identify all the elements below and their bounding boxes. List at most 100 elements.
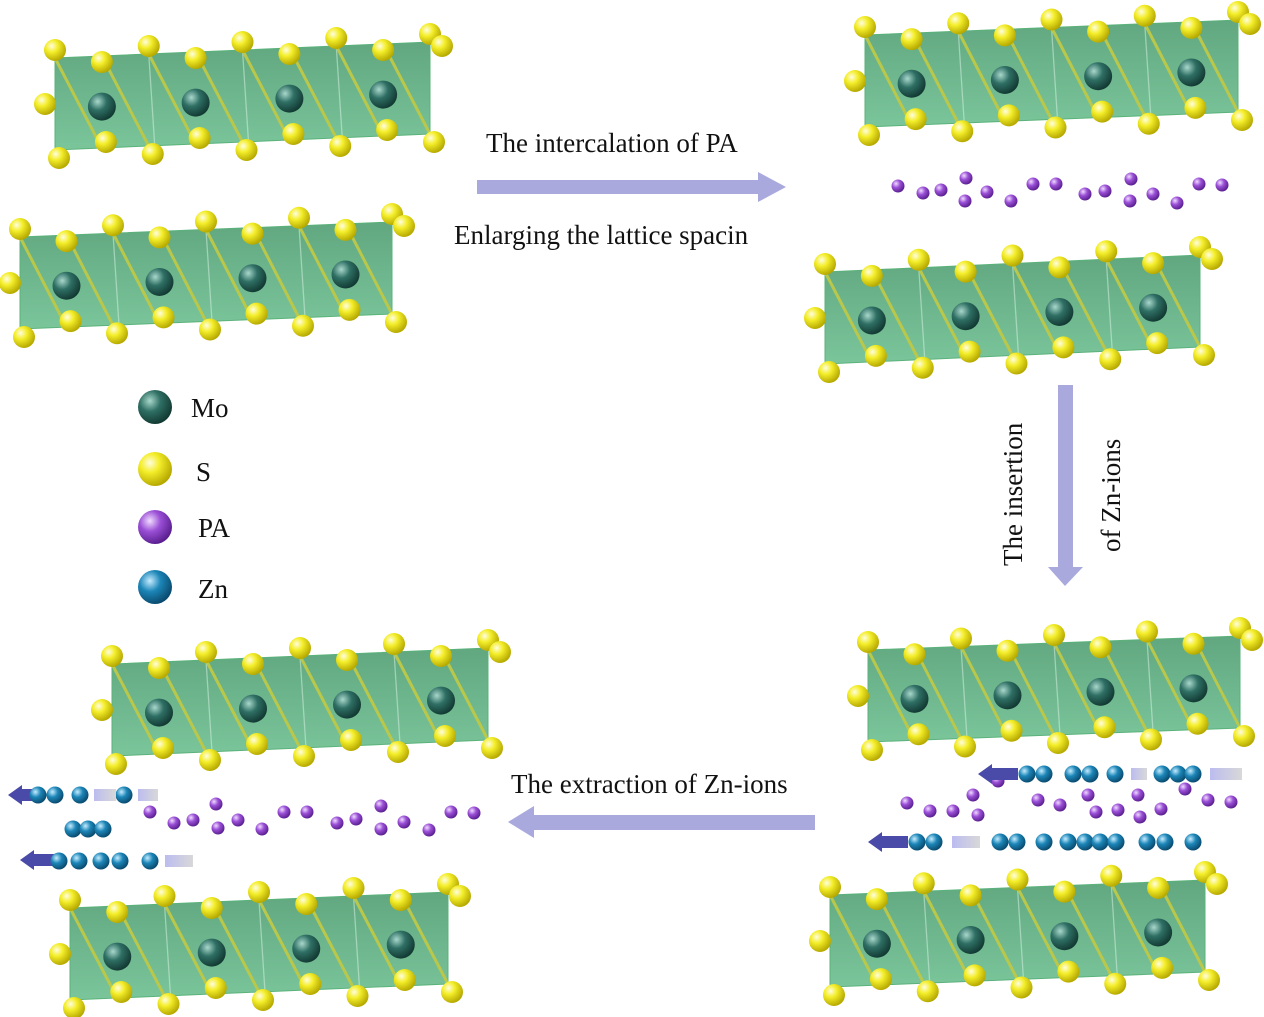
pa-molecule — [467, 806, 481, 820]
pa-molecule — [1123, 194, 1137, 208]
pa-molecule — [211, 821, 225, 835]
pa-molecule — [330, 816, 344, 830]
zn-motion-arrow — [978, 764, 1018, 784]
arrow-insertion — [1048, 385, 1083, 586]
pa-molecule — [1192, 177, 1206, 191]
layer-bottom-left-a — [91, 629, 511, 775]
pa-molecule — [1170, 196, 1184, 210]
pa-molecule — [1131, 788, 1145, 802]
pa-molecule — [255, 822, 269, 836]
arrow-intercalation — [477, 172, 786, 202]
zn-ion — [1064, 765, 1082, 783]
zn-trail — [138, 789, 158, 801]
pa-molecule — [444, 805, 458, 819]
zn-ions — [8, 764, 1242, 870]
zn-ion — [1184, 833, 1202, 851]
pa-molecule — [1026, 177, 1040, 191]
zn-trail — [952, 836, 980, 848]
pa-molecule — [923, 804, 937, 818]
zn-ion — [111, 852, 129, 870]
layer-bottom-right-b — [809, 861, 1228, 1006]
pa-molecule — [971, 808, 985, 822]
pa-molecule — [1031, 793, 1045, 807]
pa-molecule — [209, 797, 223, 811]
pa-molecule — [349, 812, 363, 826]
pa-molecule — [1215, 178, 1229, 192]
pa-molecule — [1124, 172, 1138, 186]
zn-atom-icon — [138, 570, 172, 604]
zn-ion — [908, 833, 926, 851]
zn-ion — [991, 833, 1009, 851]
label-insertion-line1: The insertion — [998, 422, 1028, 566]
zn-ion — [1153, 765, 1171, 783]
label-enlarging: Enlarging the lattice spacin — [454, 220, 749, 250]
pa-molecule — [1081, 788, 1095, 802]
pa-molecule — [186, 813, 200, 827]
pa-molecule — [1049, 177, 1063, 191]
pa-molecule — [1111, 803, 1125, 817]
zn-ion — [1107, 833, 1125, 851]
pa-molecule — [167, 816, 181, 830]
pa-molecule — [900, 796, 914, 810]
zn-ion — [50, 852, 68, 870]
zn-motion-arrow — [868, 832, 908, 852]
zn-ion — [70, 852, 88, 870]
zn-ion — [64, 820, 82, 838]
pa-molecule — [946, 804, 960, 818]
pa-molecule — [1133, 810, 1147, 824]
pa-molecule — [1078, 187, 1092, 201]
layer-top-left-a — [34, 23, 453, 169]
pa-molecule — [277, 805, 291, 819]
pa-molecule — [1178, 782, 1192, 796]
zn-ion — [1156, 833, 1174, 851]
label-insertion-line2: of Zn-ions — [1096, 438, 1126, 552]
zn-ion — [1091, 833, 1109, 851]
layer-top-right-b — [804, 236, 1223, 383]
pa-molecule — [916, 186, 930, 200]
zn-ion — [1184, 765, 1202, 783]
mo-atom-icon — [138, 390, 172, 424]
pa-molecule — [1154, 802, 1168, 816]
zn-ion — [1059, 833, 1077, 851]
zn-ion — [1018, 765, 1036, 783]
legend-label-s: S — [196, 457, 212, 487]
zn-ion — [71, 786, 89, 804]
pa-molecule — [958, 194, 972, 208]
pa-molecule — [143, 805, 157, 819]
legend-label-zn: Zn — [198, 574, 228, 604]
pa-molecule — [300, 805, 314, 819]
pa-molecule — [397, 815, 411, 829]
layer-bottom-right-a — [847, 617, 1263, 761]
zn-ion — [115, 786, 133, 804]
pa-molecule — [980, 185, 994, 199]
zn-ion — [1138, 833, 1156, 851]
layer-top-left-b — [0, 203, 415, 348]
pa-molecule — [1098, 184, 1112, 198]
pa-molecule — [231, 813, 245, 827]
pa-molecule — [1146, 187, 1160, 201]
label-intercalation: The intercalation of PA — [486, 128, 738, 158]
arrow-extraction — [508, 806, 815, 838]
layer-top-right-a — [844, 1, 1261, 146]
pa-molecule — [1089, 805, 1103, 819]
pa-molecule — [1201, 793, 1215, 807]
zn-trail — [94, 789, 116, 801]
layer-bottom-left-b — [49, 873, 471, 1017]
legend-label-pa: PA — [198, 513, 231, 543]
pa-molecule — [934, 183, 948, 197]
pa-molecule — [891, 179, 905, 193]
pa-molecule — [374, 822, 388, 836]
zn-ion — [1008, 833, 1026, 851]
zn-ion — [1081, 765, 1099, 783]
zn-ion — [79, 820, 97, 838]
zn-ion — [1106, 765, 1124, 783]
zn-trail — [165, 855, 193, 867]
zn-ion — [94, 820, 112, 838]
zn-ion — [141, 852, 159, 870]
pa-molecule — [966, 788, 980, 802]
zn-ion — [1076, 833, 1094, 851]
pa-molecule — [374, 799, 388, 813]
pa-molecule — [1004, 194, 1018, 208]
pa-molecule — [1224, 795, 1238, 809]
